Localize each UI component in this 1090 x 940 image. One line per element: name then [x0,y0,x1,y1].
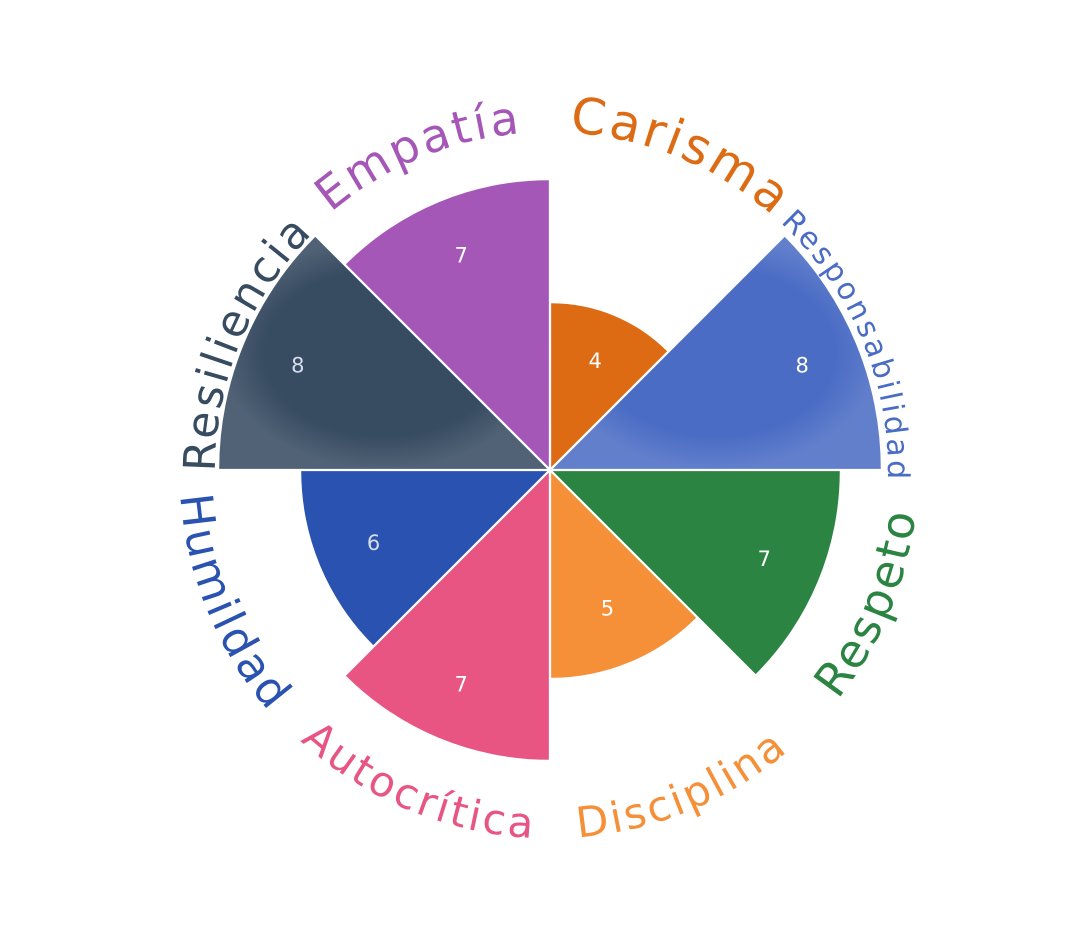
category-label-carisma: Carisma [568,86,804,226]
chart-value-labels: 4 8 7 5 7 6 8 7 [291,244,809,697]
value-label-resiliencia: 8 [291,354,304,378]
slice-carisma [551,303,668,468]
slice-shade-responsabilidad [552,236,881,469]
slice-empatia [345,180,549,468]
value-label-disciplina: 5 [601,597,614,621]
slice-disciplina [551,472,697,678]
chart-slices [219,180,881,760]
value-label-respeto: 7 [758,547,771,571]
value-label-humildad: 6 [367,531,380,555]
category-label-disciplina: Disciplina [573,719,796,847]
slice-shade-resiliencia [219,236,548,469]
category-label-humildad: Humildad [169,490,303,720]
slice-autocritica [345,472,549,760]
value-label-autocritica: 7 [455,672,468,696]
slice-humildad [301,471,548,646]
slice-respeto [552,471,840,675]
value-label-carisma: 4 [589,349,602,373]
value-label-responsabilidad: 8 [796,354,809,378]
value-label-empatia: 7 [455,244,468,268]
